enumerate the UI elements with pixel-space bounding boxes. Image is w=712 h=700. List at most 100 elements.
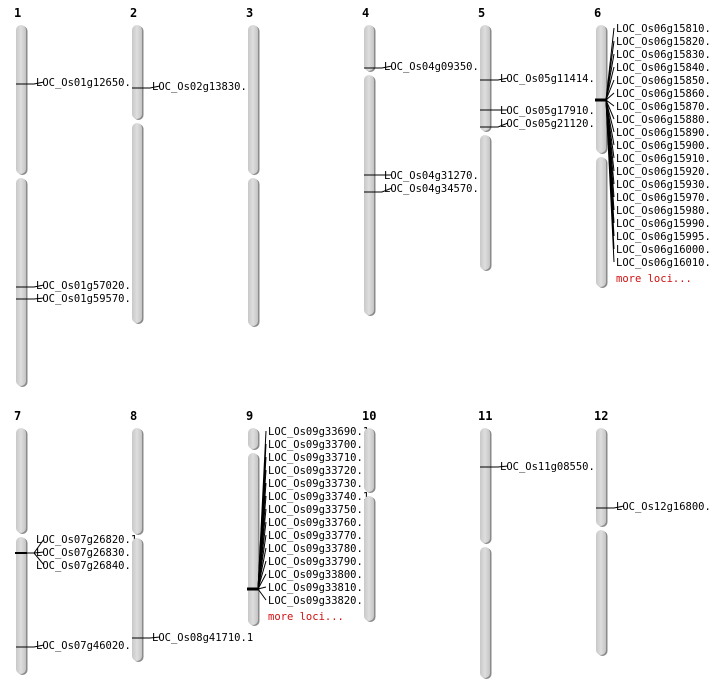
chromosome-number: 1 [14, 6, 21, 20]
locus-connector [16, 552, 45, 566]
locus-connector [605, 99, 615, 120]
locus-label[interactable]: LOC_Os06g15810.1 [616, 23, 712, 35]
locus-label[interactable]: LOC_Os09g33690.1 [268, 426, 369, 438]
locus-label[interactable]: LOC_Os12g16800.1 [616, 501, 712, 513]
locus-label[interactable]: LOC_Os04g34570.1 [384, 183, 485, 195]
chromosome-p-arm [248, 428, 258, 449]
chromosome-p-arm [16, 25, 26, 174]
locus-label[interactable]: LOC_Os01g57020.1 [36, 280, 137, 292]
locus-connector [16, 284, 45, 288]
locus-label[interactable]: LOC_Os09g33800.1 [268, 569, 369, 581]
locus-label[interactable]: LOC_Os06g15870.1 [616, 101, 712, 113]
chromosome-number: 3 [246, 6, 253, 20]
locus-label[interactable]: LOC_Os09g33740.1 [268, 491, 369, 503]
chromosome-q-arm [596, 157, 606, 287]
locus-label[interactable]: LOC_Os06g15830.1 [616, 49, 712, 61]
locus-connector [364, 187, 393, 193]
chromosome-p-arm [596, 428, 606, 526]
locus-label[interactable]: LOC_Os06g15880.1 [616, 114, 712, 126]
chromosome-number: 10 [362, 409, 376, 423]
locus-label[interactable]: LOC_Os06g15850.1 [616, 75, 712, 87]
locus-connector [605, 66, 615, 101]
chromosome-p-arm [364, 428, 374, 492]
locus-label[interactable]: LOC_Os01g59570.1 [36, 293, 137, 305]
locus-label[interactable]: LOC_Os06g15980.1 [616, 205, 712, 217]
locus-label[interactable]: LOC_Os05g17910.1 [500, 105, 601, 117]
locus-label[interactable]: LOC_Os09g33770.1 [268, 530, 369, 542]
chromosome-6: 6LOC_Os06g15810.1LOC_Os06g15820.1LOC_Os0… [594, 6, 712, 288]
chromosome-q-arm [480, 547, 490, 678]
locus-label[interactable]: LOC_Os06g16000.1 [616, 244, 712, 256]
locus-label[interactable]: LOC_Os06g15860.1 [616, 88, 712, 100]
locus-label[interactable]: LOC_Os09g33780.1 [268, 543, 369, 555]
locus-connector [605, 99, 615, 107]
chromosome-10: 10 [362, 409, 376, 622]
locus-label[interactable]: LOC_Os08g41710.1 [152, 632, 253, 644]
locus-label[interactable]: LOC_Os06g15920.1 [616, 166, 712, 178]
locus-label[interactable]: LOC_Os09g33710.1 [268, 452, 369, 464]
chromosome-p-arm [248, 25, 258, 174]
locus-connector [16, 81, 45, 85]
locus-connector [605, 79, 615, 101]
chromosome-number: 6 [594, 6, 601, 20]
more-loci-link[interactable]: more loci... [616, 273, 692, 285]
locus-label[interactable]: LOC_Os05g21120.1 [500, 118, 601, 130]
chromosome-p-arm [596, 25, 606, 153]
locus-label[interactable]: LOC_Os09g33750.1 [268, 504, 369, 516]
locus-connector [257, 547, 267, 590]
locus-label[interactable]: LOC_Os04g31270.1 [384, 170, 485, 182]
locus-label[interactable]: LOC_Os09g33730.1 [268, 478, 369, 490]
locus-label[interactable]: LOC_Os11g08550.1 [500, 461, 601, 473]
locus-connector [480, 77, 509, 81]
locus-label[interactable]: LOC_Os09g33760.1 [268, 517, 369, 529]
locus-label[interactable]: LOC_Os01g12650.1 [36, 77, 137, 89]
chromosome-q-arm [16, 178, 26, 386]
locus-label[interactable]: LOC_Os09g33810.1 [268, 582, 369, 594]
locus-label[interactable]: LOC_Os06g15995.1 [616, 231, 712, 243]
chromosome-number: 4 [362, 6, 369, 20]
locus-label[interactable]: LOC_Os09g33790.1 [268, 556, 369, 568]
locus-label[interactable]: LOC_Os07g26840.1 [36, 560, 137, 572]
locus-label[interactable]: LOC_Os09g33720.1 [268, 465, 369, 477]
locus-connector [605, 92, 615, 101]
locus-label[interactable]: LOC_Os06g15930.1 [616, 179, 712, 191]
more-loci-link[interactable]: more loci... [268, 611, 344, 623]
locus-connector [257, 560, 267, 590]
chromosome-7: 7LOC_Os07g26820.1LOC_Os07g26830.1LOC_Os0… [14, 409, 137, 675]
locus-label[interactable]: LOC_Os06g15820.1 [616, 36, 712, 48]
locus-label[interactable]: LOC_Os06g15910.1 [616, 153, 712, 165]
locus-connector [257, 588, 267, 601]
chromosome-p-arm [480, 25, 490, 131]
locus-label[interactable]: LOC_Os07g26830.1 [36, 547, 137, 559]
locus-label[interactable]: LOC_Os04g09350.1 [384, 61, 485, 73]
locus-label[interactable]: LOC_Os06g15890.1 [616, 127, 712, 139]
chromosome-number: 7 [14, 409, 21, 423]
chromosome-q-arm [480, 135, 490, 270]
chromosome-number: 11 [478, 409, 492, 423]
chromosome-q-arm [364, 75, 374, 315]
locus-label[interactable]: LOC_Os09g33820.1 [268, 595, 369, 607]
locus-label[interactable]: LOC_Os06g15970.1 [616, 192, 712, 204]
locus-label[interactable]: LOC_Os07g26820.1 [36, 534, 137, 546]
chromosome-number: 8 [130, 409, 137, 423]
chromosome-3: 3 [246, 6, 260, 327]
chromosome-p-arm [132, 428, 142, 534]
locus-label[interactable]: LOC_Os06g15900.1 [616, 140, 712, 152]
chromosome-p-arm [364, 25, 374, 71]
locus-label[interactable]: LOC_Os06g15840.1 [616, 62, 712, 74]
locus-label[interactable]: LOC_Os06g16010.1 [616, 257, 712, 269]
locus-label[interactable]: LOC_Os07g46020.1 [36, 640, 137, 652]
locus-connector [16, 297, 45, 300]
locus-connector [257, 586, 267, 590]
locus-label[interactable]: LOC_Os05g11414.1 [500, 73, 601, 85]
chromosome-1: 1LOC_Os01g12650.1LOC_Os01g57020.1LOC_Os0… [14, 6, 137, 387]
locus-label[interactable]: LOC_Os06g15990.1 [616, 218, 712, 230]
locus-label[interactable]: LOC_Os02g13830.1 [152, 81, 253, 93]
locus-connector [480, 122, 509, 128]
chromosome-q-arm [248, 178, 258, 326]
locus-label[interactable]: LOC_Os09g33700.1 [268, 439, 369, 451]
